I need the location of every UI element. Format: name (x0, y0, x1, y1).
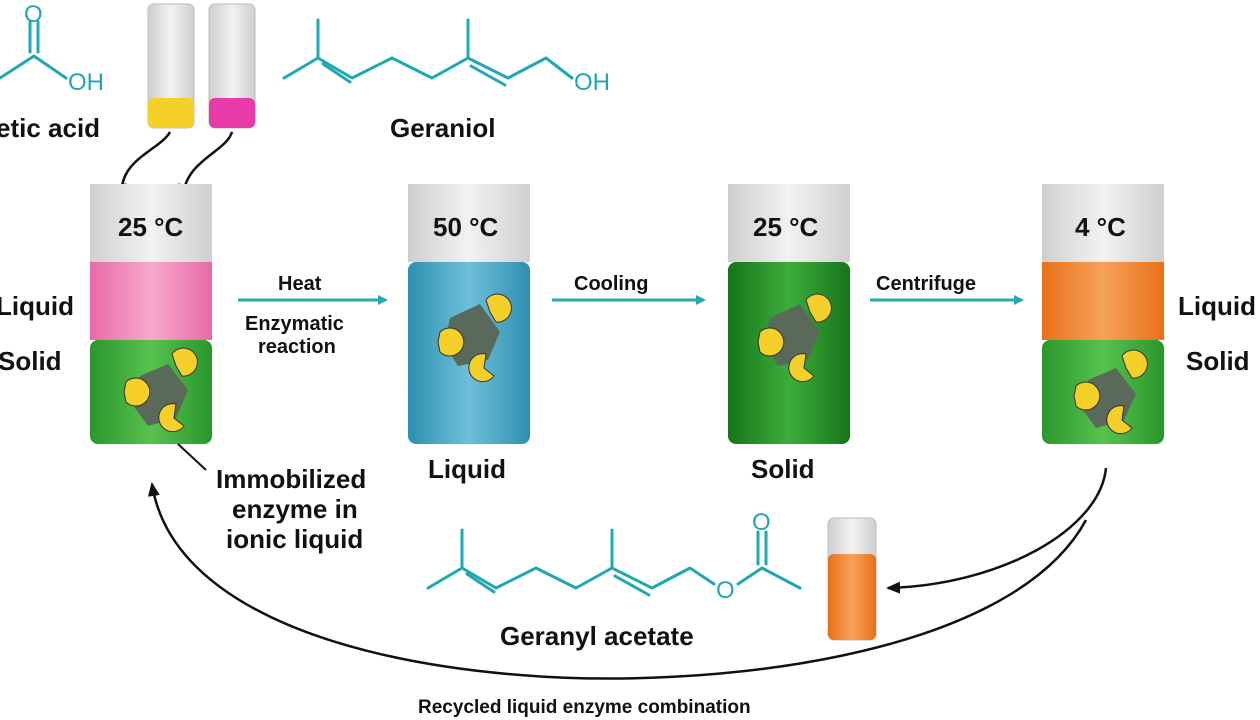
beaker-3-temp: 25 °C (753, 212, 819, 242)
geranyl-acetate-structure: O O (426, 509, 802, 604)
product-tube (827, 517, 877, 641)
recycle-arrow (147, 482, 1088, 680)
enzyme-pacman-icon (1106, 405, 1133, 435)
product-label: Geranyl acetate (500, 621, 694, 651)
geraniol-oh-label: OH (574, 69, 610, 96)
beaker-3 (728, 184, 850, 444)
enzyme-pacman-icon (158, 403, 185, 433)
beaker-1-solid-label: Solid (0, 346, 62, 376)
beaker-2-temp: 50 °C (433, 212, 499, 242)
beaker-2 (408, 184, 530, 444)
acetic-acid-o-label: O (24, 1, 43, 28)
beaker-4-solid-label: Solid (1186, 346, 1250, 376)
geraniol-label: Geraniol (390, 113, 495, 143)
enzyme-pacman-icon (171, 347, 198, 377)
enzyme-pacman-icon (757, 327, 785, 357)
enzyme-pacman-icon (123, 377, 151, 407)
beaker-4 (1042, 184, 1164, 444)
carbonyl-o-label: O (752, 509, 771, 536)
beaker-4-liquid-label: Liquid (1178, 291, 1256, 321)
beaker-1 (90, 184, 212, 444)
beaker-2-caption: Liquid (428, 454, 506, 484)
magenta-reagent-tube (208, 3, 256, 129)
acetic-acid-label: etic acid (0, 113, 100, 143)
enzyme-pacman-icon (805, 293, 832, 323)
beaker-1-temp: 25 °C (118, 212, 184, 242)
enzyme-pacman-icon (1073, 381, 1101, 411)
beaker-3-caption: Solid (751, 454, 815, 484)
callout-line-3: ionic liquid (226, 524, 363, 554)
callout-line-1: Immobilized (216, 464, 366, 494)
callout-line (177, 443, 207, 471)
enzyme-pacman-icon (1121, 349, 1148, 379)
recycle-label: Recycled liquid enzyme combination (418, 697, 751, 718)
enzyme-pacman-icon (788, 353, 815, 383)
callout-line-2: enzyme in (232, 494, 358, 524)
beaker-1-liquid-label: Liquid (0, 291, 74, 321)
centrifuge-to-product-arrow (886, 467, 1108, 594)
reaction-label: reaction (258, 336, 336, 358)
enzyme-pacman-icon (485, 293, 512, 323)
cooling-label: Cooling (574, 273, 648, 295)
acetic-acid-oh-label: OH (68, 69, 104, 96)
acetic-acid-structure: O OH (0, 1, 104, 96)
yellow-reagent-tube (147, 3, 195, 129)
geraniol-structure: OH (282, 18, 610, 96)
enzyme-pacman-icon (468, 353, 495, 383)
enzymatic-label: Enzymatic (245, 313, 344, 335)
heat-label: Heat (278, 273, 322, 295)
ester-o-label: O (716, 577, 735, 604)
enzyme-pacman-icon (437, 327, 465, 357)
beaker-4-temp: 4 °C (1075, 212, 1126, 242)
centrifuge-label: Centrifuge (876, 273, 976, 295)
